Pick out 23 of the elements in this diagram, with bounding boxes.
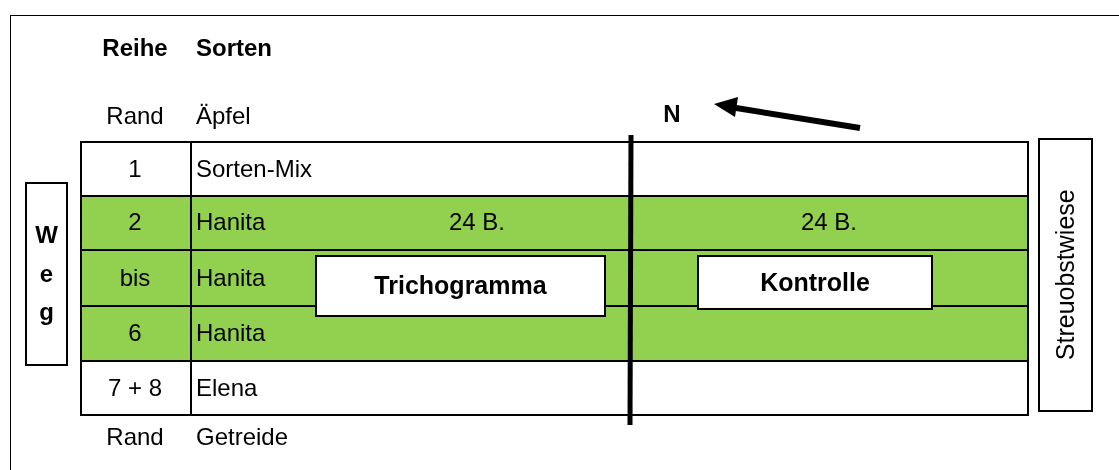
- side-label-box: Streuobstwiese: [1038, 138, 1093, 412]
- table-text: Sorten-Mix: [196, 155, 313, 183]
- table-text: Rand: [106, 423, 164, 451]
- treatment-box: Trichogramma: [315, 255, 606, 317]
- table-text: Hanita: [196, 264, 266, 292]
- side-label-box: Weg: [25, 182, 68, 366]
- table-text: 6: [128, 319, 142, 347]
- table-text: Getreide: [196, 423, 289, 451]
- table-text: 1: [128, 155, 142, 183]
- table-text: Hanita: [196, 208, 266, 236]
- table-text: Elena: [196, 374, 258, 402]
- table-text: bis: [119, 264, 151, 292]
- table-text: 2: [128, 208, 142, 236]
- column-header: Sorten: [196, 34, 272, 62]
- north-label: N: [663, 100, 681, 128]
- column-header: Reihe: [102, 34, 168, 62]
- table-text: Rand: [106, 102, 164, 130]
- table-text: 24 B.: [449, 208, 505, 236]
- table-text: Äpfel: [196, 102, 251, 130]
- table-text: Hanita: [196, 319, 266, 347]
- table-text: 24 B.: [801, 208, 857, 236]
- treatment-box: Kontrolle: [697, 255, 933, 310]
- table-text: 7 + 8: [108, 374, 162, 402]
